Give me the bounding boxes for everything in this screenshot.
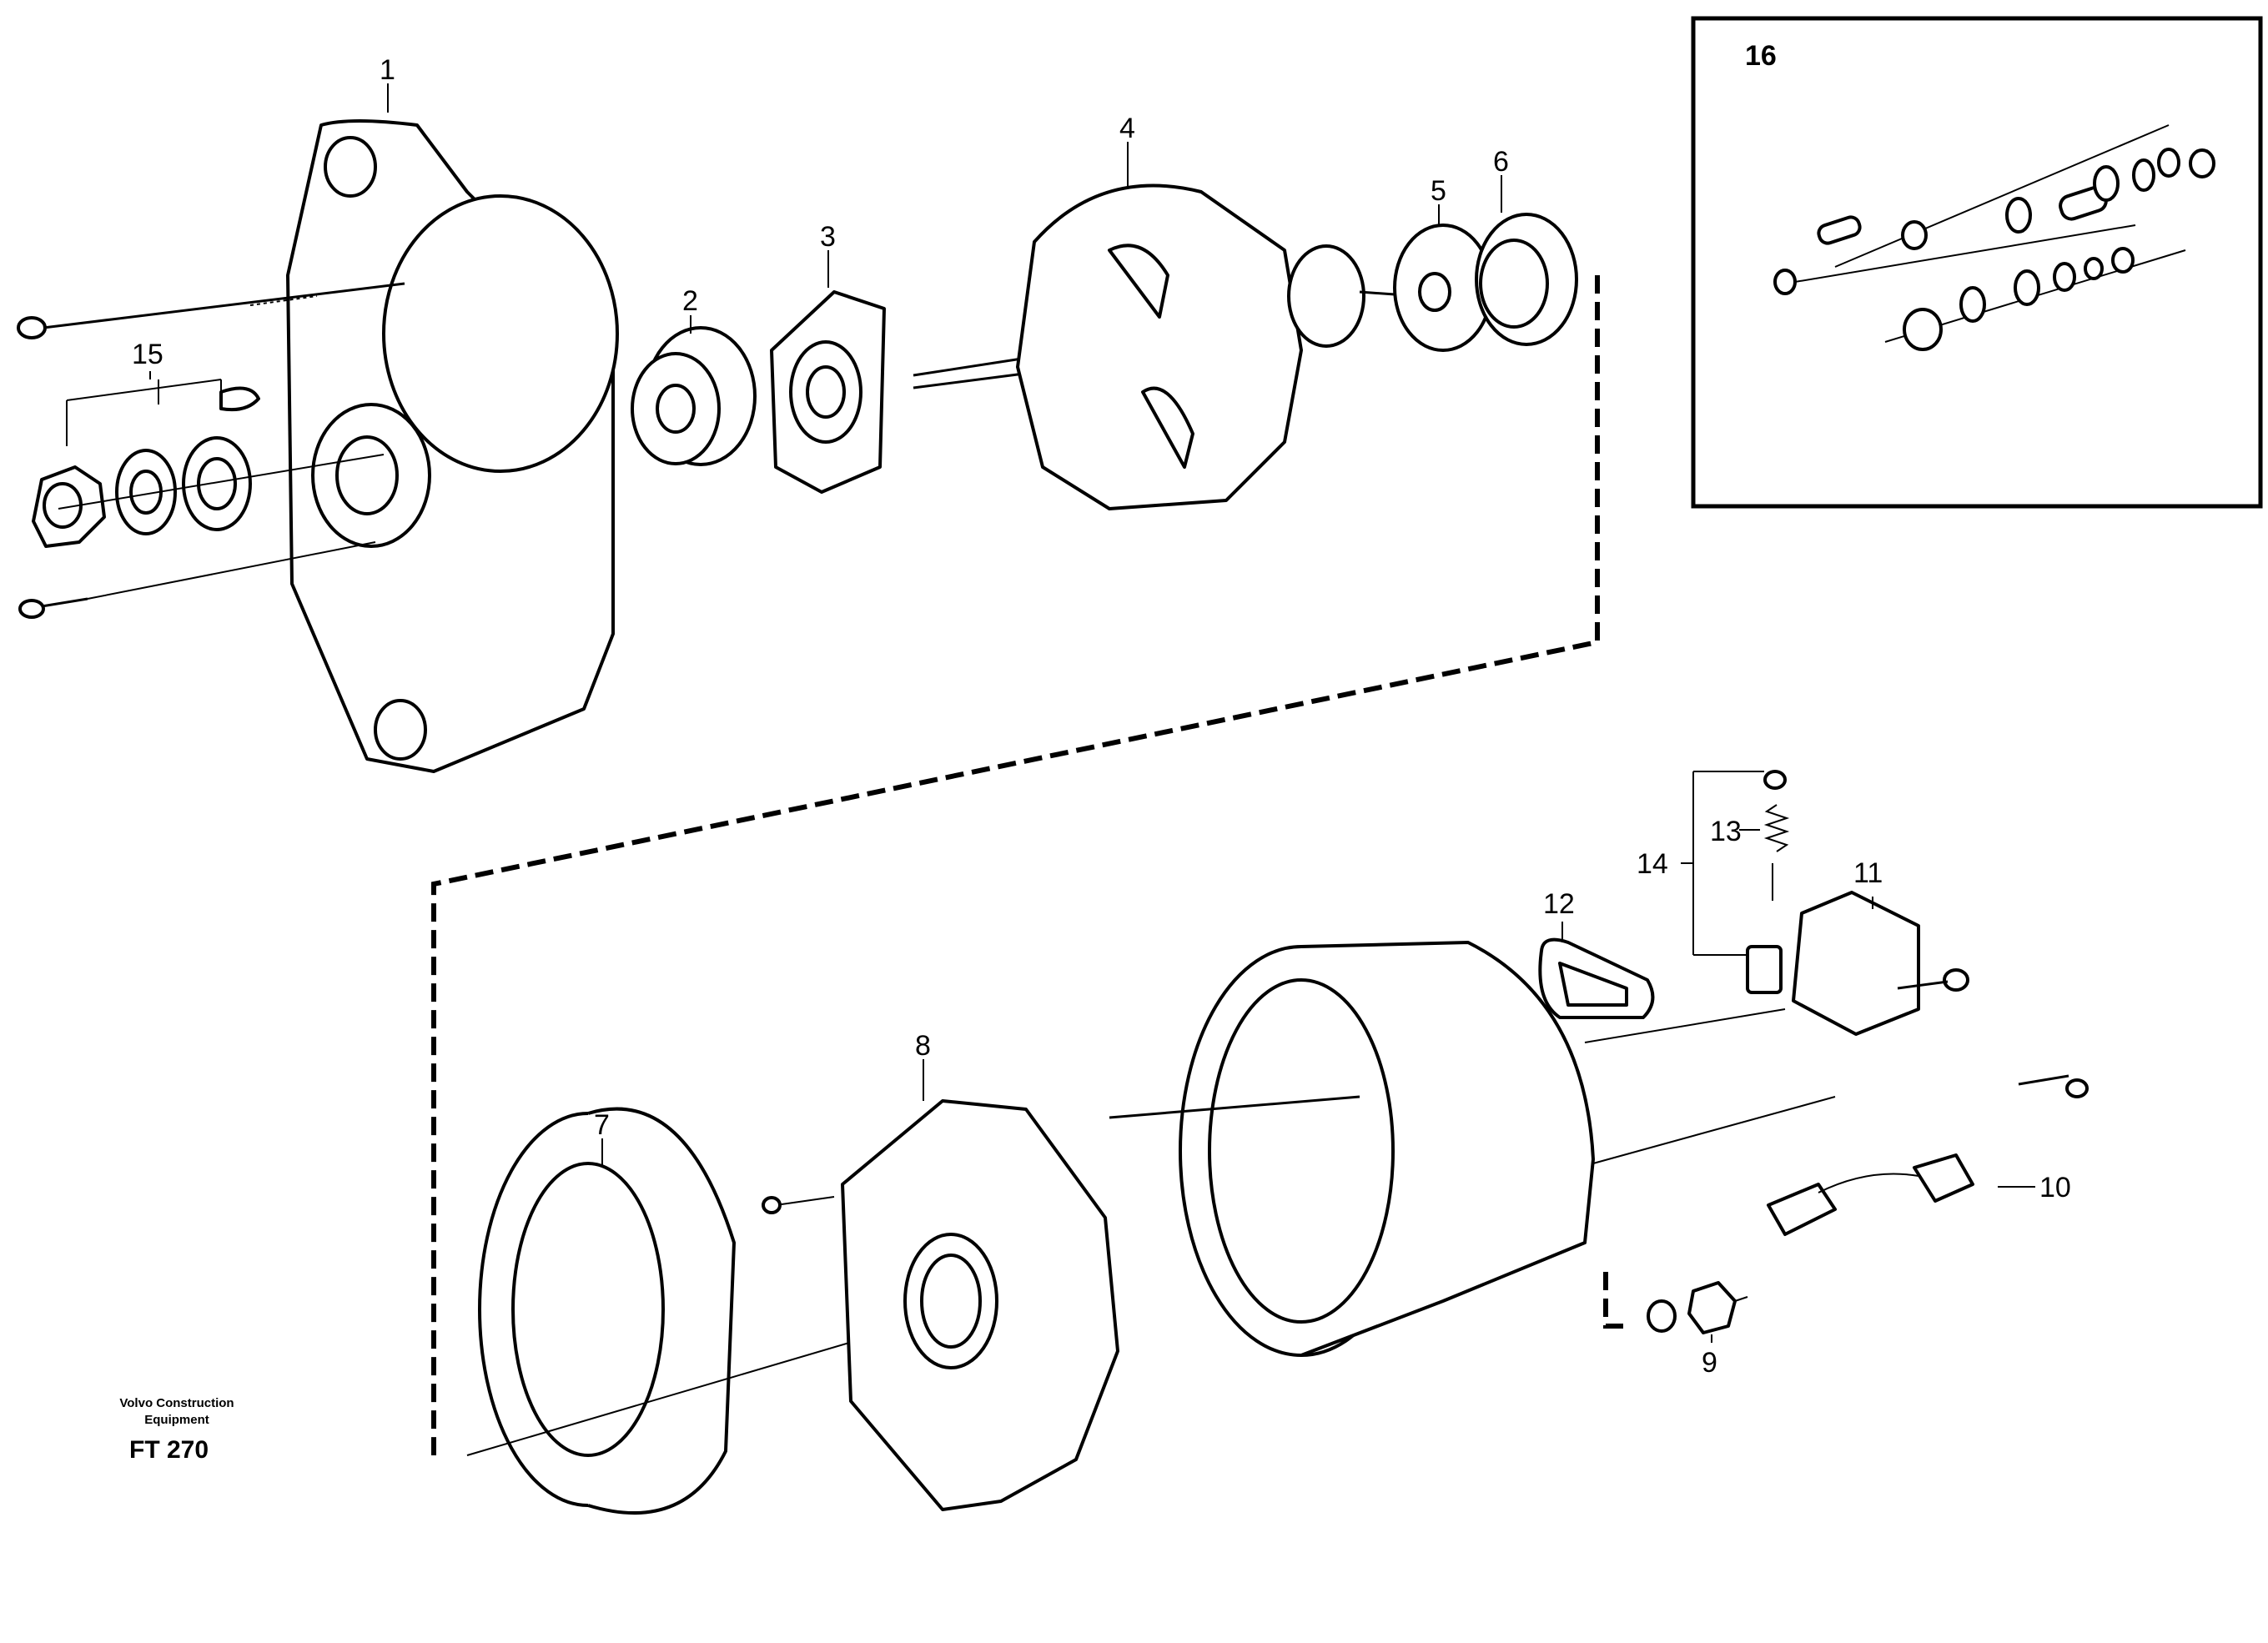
callout-5: 5 — [1431, 175, 1446, 207]
dashed-link-bottom — [1603, 1272, 1631, 1329]
rotor-4 — [913, 183, 1419, 510]
spring-13 — [1763, 770, 1790, 901]
brand-line-2: Equipment — [144, 1413, 209, 1427]
gasket-12 — [1538, 937, 1655, 1019]
callout-14: 14 — [1637, 848, 1668, 880]
callout-15: 15 — [132, 339, 163, 370]
dashed-link-top — [431, 275, 1600, 1455]
end-shield-1 — [286, 119, 619, 773]
callout-1: 1 — [380, 54, 395, 86]
callout-13: 13 — [1710, 816, 1742, 847]
brand-block: Volvo Construction Equipment FT 270 — [119, 1396, 234, 1464]
brush-holder-14 — [1692, 771, 1783, 994]
stator-7 — [466, 1107, 935, 1515]
housing — [1109, 941, 1836, 1357]
figure-code: FT 270 — [129, 1436, 209, 1464]
inset-16: 16 — [1691, 16, 2263, 509]
short-screw — [18, 541, 376, 619]
callout-3: 3 — [820, 221, 836, 253]
nut-washer-9 — [1647, 1281, 1748, 1334]
callouts: 1 2 3 4 5 6 7 8 9 10 11 12 13 14 15 — [132, 54, 2071, 1379]
callout-16: 16 — [1745, 40, 1777, 72]
long-bolt — [17, 282, 405, 339]
sensor-10 — [1767, 1074, 2089, 1236]
callout-10: 10 — [2039, 1172, 2071, 1203]
callout-7: 7 — [594, 1109, 610, 1141]
regulator-11 — [1584, 891, 1969, 1043]
callout-11: 11 — [1853, 857, 1883, 889]
fan-ring-6 — [1475, 213, 1578, 346]
callout-2: 2 — [682, 285, 698, 317]
brand-line-1: Volvo Construction — [119, 1396, 234, 1410]
callout-4: 4 — [1119, 113, 1135, 144]
callout-6: 6 — [1493, 146, 1509, 178]
bearing-2 — [631, 326, 757, 466]
washer-nut-set-15 — [32, 379, 385, 548]
callout-12: 12 — [1543, 888, 1575, 920]
bearing-retainer-3 — [770, 290, 886, 494]
callout-9: 9 — [1702, 1347, 1717, 1379]
rectifier-plate-8 — [762, 1099, 1119, 1511]
callout-8: 8 — [915, 1030, 931, 1062]
